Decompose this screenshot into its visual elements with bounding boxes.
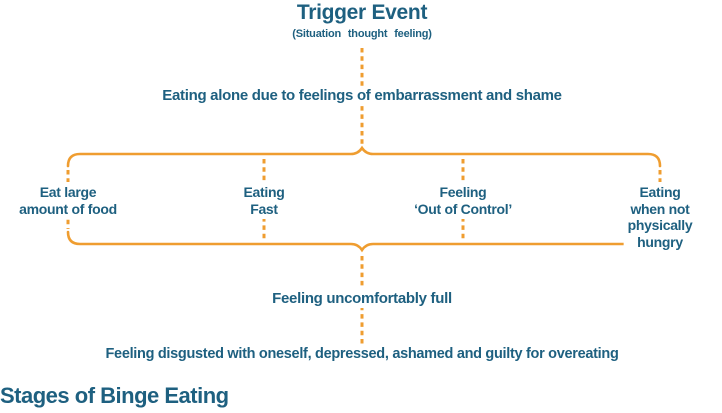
binge-item-eat-large-amount: Eat large amount of food bbox=[15, 182, 121, 220]
stage-eating-alone-label: Eating alone due to feelings of embarras… bbox=[157, 86, 567, 106]
binge-item-out-of-control: Feeling ‘Out of Control’ bbox=[410, 182, 516, 220]
diagram-title: Stages of Binge Eating bbox=[0, 383, 229, 408]
binge-item-eating-fast: Eating Fast bbox=[239, 182, 289, 220]
stage-disgusted-label: Feeling disgusted with oneself, depresse… bbox=[100, 345, 624, 364]
stage-uncomfortably-full-label: Feeling uncomfortably full bbox=[267, 289, 457, 309]
brace-bottom bbox=[66, 230, 662, 253]
brace-top bbox=[66, 145, 662, 168]
trigger-event-title: Trigger Event bbox=[296, 1, 428, 24]
trigger-event-subtitle: (Situation thought feeling) bbox=[292, 28, 432, 40]
binge-item-not-physically-hungry: Eating when not physically hungry bbox=[623, 182, 697, 253]
